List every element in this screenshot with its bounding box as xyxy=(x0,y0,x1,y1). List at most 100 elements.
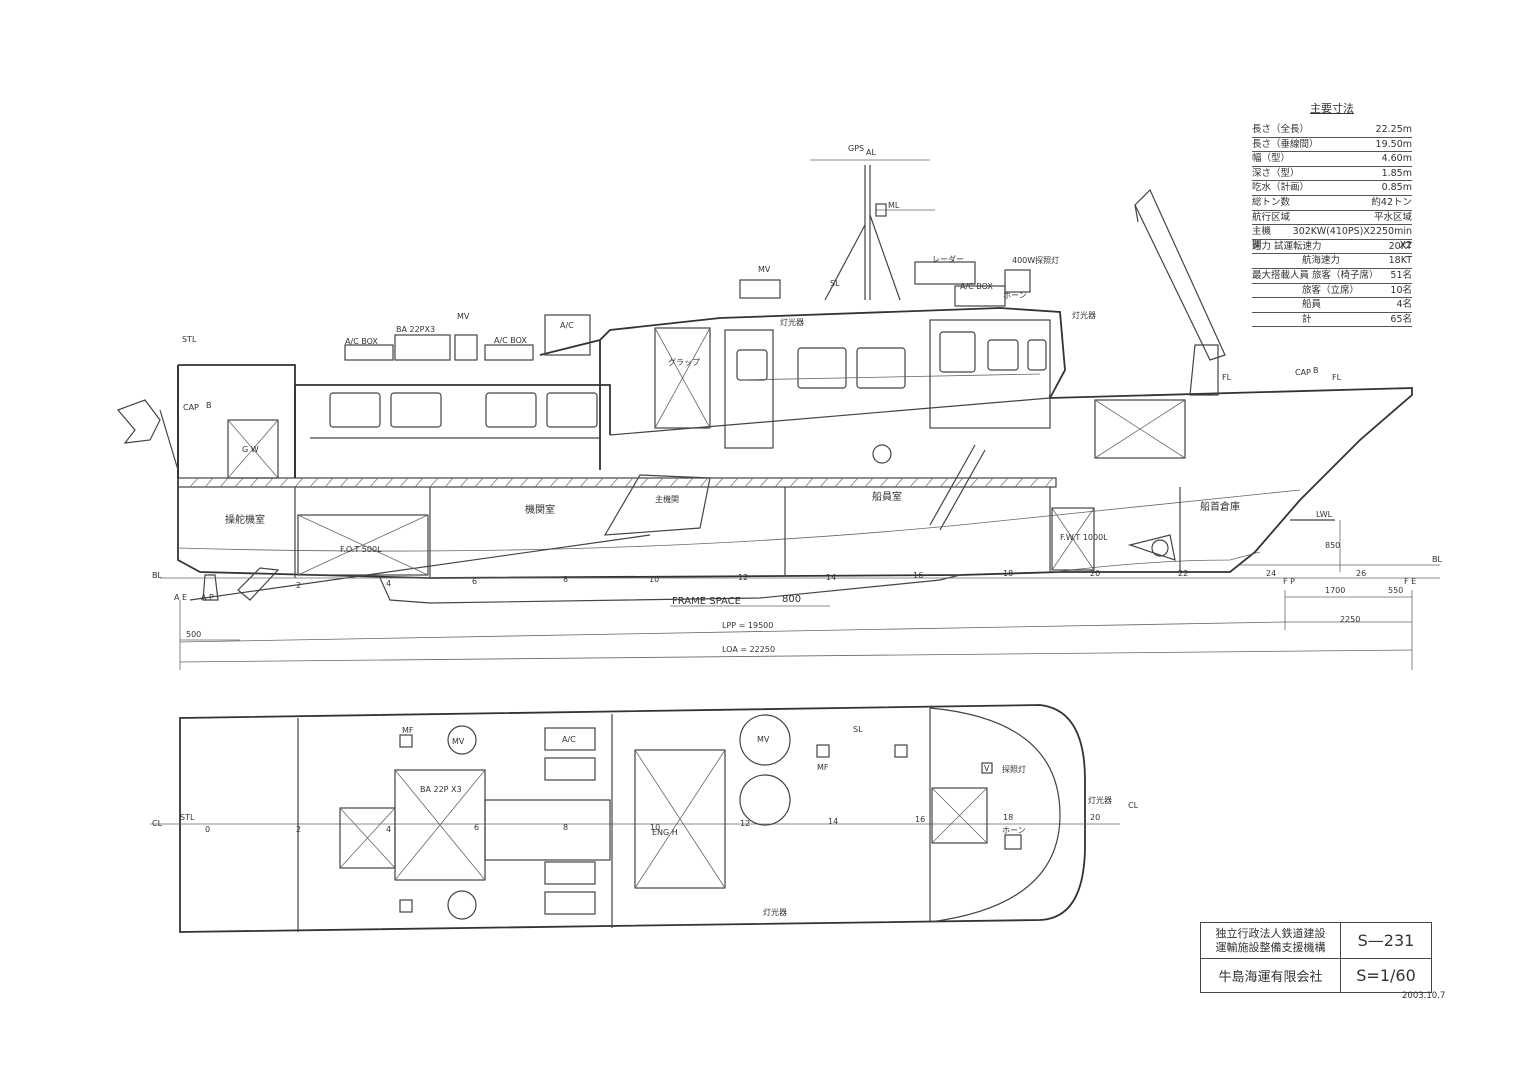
label-ap: A P xyxy=(201,593,214,602)
profile-view xyxy=(116,159,1440,670)
frame-no: 22 xyxy=(1178,569,1188,578)
label-fwt: F.W.T 1000L xyxy=(1060,533,1108,542)
engine-hatch xyxy=(634,749,726,889)
hull-outline xyxy=(177,365,1413,579)
plan-frame-no: 14 xyxy=(828,817,838,826)
plan-label-bow-light: 灯光器 xyxy=(1088,795,1112,805)
drawing-scale: S=1/60 xyxy=(1356,966,1416,985)
plan-frame-no: 12 xyxy=(740,819,750,828)
spec-row: 長さ（全長）22.25m xyxy=(1252,123,1412,138)
spec-row: 幅（型）4.60m xyxy=(1252,152,1412,167)
ac-box-1 xyxy=(344,344,394,361)
frame-no: 16 xyxy=(913,571,923,580)
deck-outline xyxy=(179,704,1086,933)
label-bl-left: BL xyxy=(152,571,162,580)
plan-label-eng-h: ENG H xyxy=(652,828,678,837)
label-horn: ホーン xyxy=(1003,291,1027,300)
plan-label-cl-right: CL xyxy=(1128,801,1139,810)
label-fl: FL xyxy=(1222,373,1232,382)
label-b: B xyxy=(206,401,212,410)
owner-name: 牛島海運有限会社 xyxy=(1201,959,1341,992)
label-mv: MV xyxy=(457,312,470,321)
label-500: 500 xyxy=(186,630,201,639)
plan-label-mv: MV xyxy=(452,737,465,746)
frame-no: 10 xyxy=(649,575,659,584)
label-850: 850 xyxy=(1325,541,1340,550)
spec-row: 長さ（垂線間）19.50m xyxy=(1252,138,1412,153)
drawing-labels: GPS AL ML MV SL レーダー 400W探照灯 A/C BOX ホーン… xyxy=(152,144,1442,917)
label-fp: F P xyxy=(1283,577,1295,586)
principal-dimensions-table: 主要寸法 長さ（全長）22.25m 長さ（垂線間）19.50m 幅（型）4.60… xyxy=(1252,100,1412,328)
spec-row: 旅客（立席）10名 xyxy=(1252,284,1412,299)
plan-frame-no: 0 xyxy=(205,825,210,834)
mv-top xyxy=(739,279,781,299)
label-550: 550 xyxy=(1388,586,1403,595)
frame-no: 18 xyxy=(1003,569,1013,578)
label-cap-bow: CAP xyxy=(1295,368,1311,377)
plan-ac-boxes xyxy=(544,727,596,915)
plan-frame-no: 10 xyxy=(650,823,660,832)
label-searchlight: 400W探照灯 xyxy=(1012,255,1059,265)
cabin-door xyxy=(724,329,774,449)
fot-tank xyxy=(297,514,429,576)
main-engine xyxy=(603,474,711,536)
plan-mv-2 xyxy=(739,774,791,826)
keel-line xyxy=(379,574,961,604)
spec-row: 深さ（型）1.85m xyxy=(1252,167,1412,182)
frame-no: 20 xyxy=(1090,569,1100,578)
plan-frame-no: 20 xyxy=(1090,813,1100,822)
plan-label-mv2: MV xyxy=(757,735,770,744)
plan-frame-no: 16 xyxy=(915,815,925,824)
plan-frame-no: 8 xyxy=(563,823,568,832)
label-fore-store: 船首倉庫 xyxy=(1200,500,1240,513)
rub-rail xyxy=(177,477,1057,488)
label-frame-space-value: 800 xyxy=(782,594,801,605)
label-al: AL xyxy=(866,148,876,157)
label-gps: GPS xyxy=(848,144,864,153)
plan-label-stl: STL xyxy=(180,813,195,822)
plan-mv-1 xyxy=(739,714,791,766)
frame-no: 14 xyxy=(826,573,836,582)
ba-box xyxy=(394,334,451,361)
label-fot: F.O.T 500L xyxy=(340,545,382,554)
label-engine-room: 機関室 xyxy=(525,503,555,516)
label-lwl: LWL xyxy=(1316,510,1333,519)
bow-hatch xyxy=(931,787,988,844)
profile-dimensions xyxy=(179,590,1413,670)
label-stl: STL xyxy=(182,335,197,344)
plan-frame-no: 18 xyxy=(1003,813,1013,822)
ac-box-2 xyxy=(484,344,534,361)
label-2250: 2250 xyxy=(1340,615,1360,624)
bow-crane xyxy=(1134,188,1226,396)
propeller-shaft xyxy=(189,534,651,601)
frame-no: 24 xyxy=(1266,569,1276,578)
spec-row: 総トン数約42トン xyxy=(1252,196,1412,211)
drawing-date: 2003.10.7 xyxy=(1402,991,1446,1001)
label-1700: 1700 xyxy=(1325,586,1345,595)
title-org: 独立行政法人鉄道建設 運輸施設整備支援機構 xyxy=(1201,923,1341,959)
plan-label-v: V xyxy=(984,764,990,773)
spec-row: 最大搭載人員 旅客（椅子席）51名 xyxy=(1252,269,1412,284)
frame-no: 4 xyxy=(386,579,391,588)
propeller xyxy=(237,567,280,601)
frame-no: 26 xyxy=(1356,569,1366,578)
stern-flag xyxy=(116,399,179,471)
frame-no: 12 xyxy=(738,573,748,582)
spec-row: 吃水（計画）0.85m xyxy=(1252,181,1412,196)
plan-label-stern-light: 灯光器 xyxy=(763,907,787,917)
plan-label-cl-left: CL xyxy=(152,819,163,828)
label-sl: SL xyxy=(830,279,840,288)
label-ac: A/C xyxy=(560,321,574,330)
plan-label-ac: A/C xyxy=(562,735,576,744)
plan-frame-no: 2 xyxy=(296,825,301,834)
plan-view xyxy=(150,704,1120,933)
label-flood-light: 灯光器 xyxy=(780,317,804,327)
ac-unit xyxy=(544,314,591,356)
label-fl-bow: FL xyxy=(1332,373,1342,382)
cabin-windows xyxy=(329,331,1047,428)
plan-label-mf: MF xyxy=(402,726,414,735)
